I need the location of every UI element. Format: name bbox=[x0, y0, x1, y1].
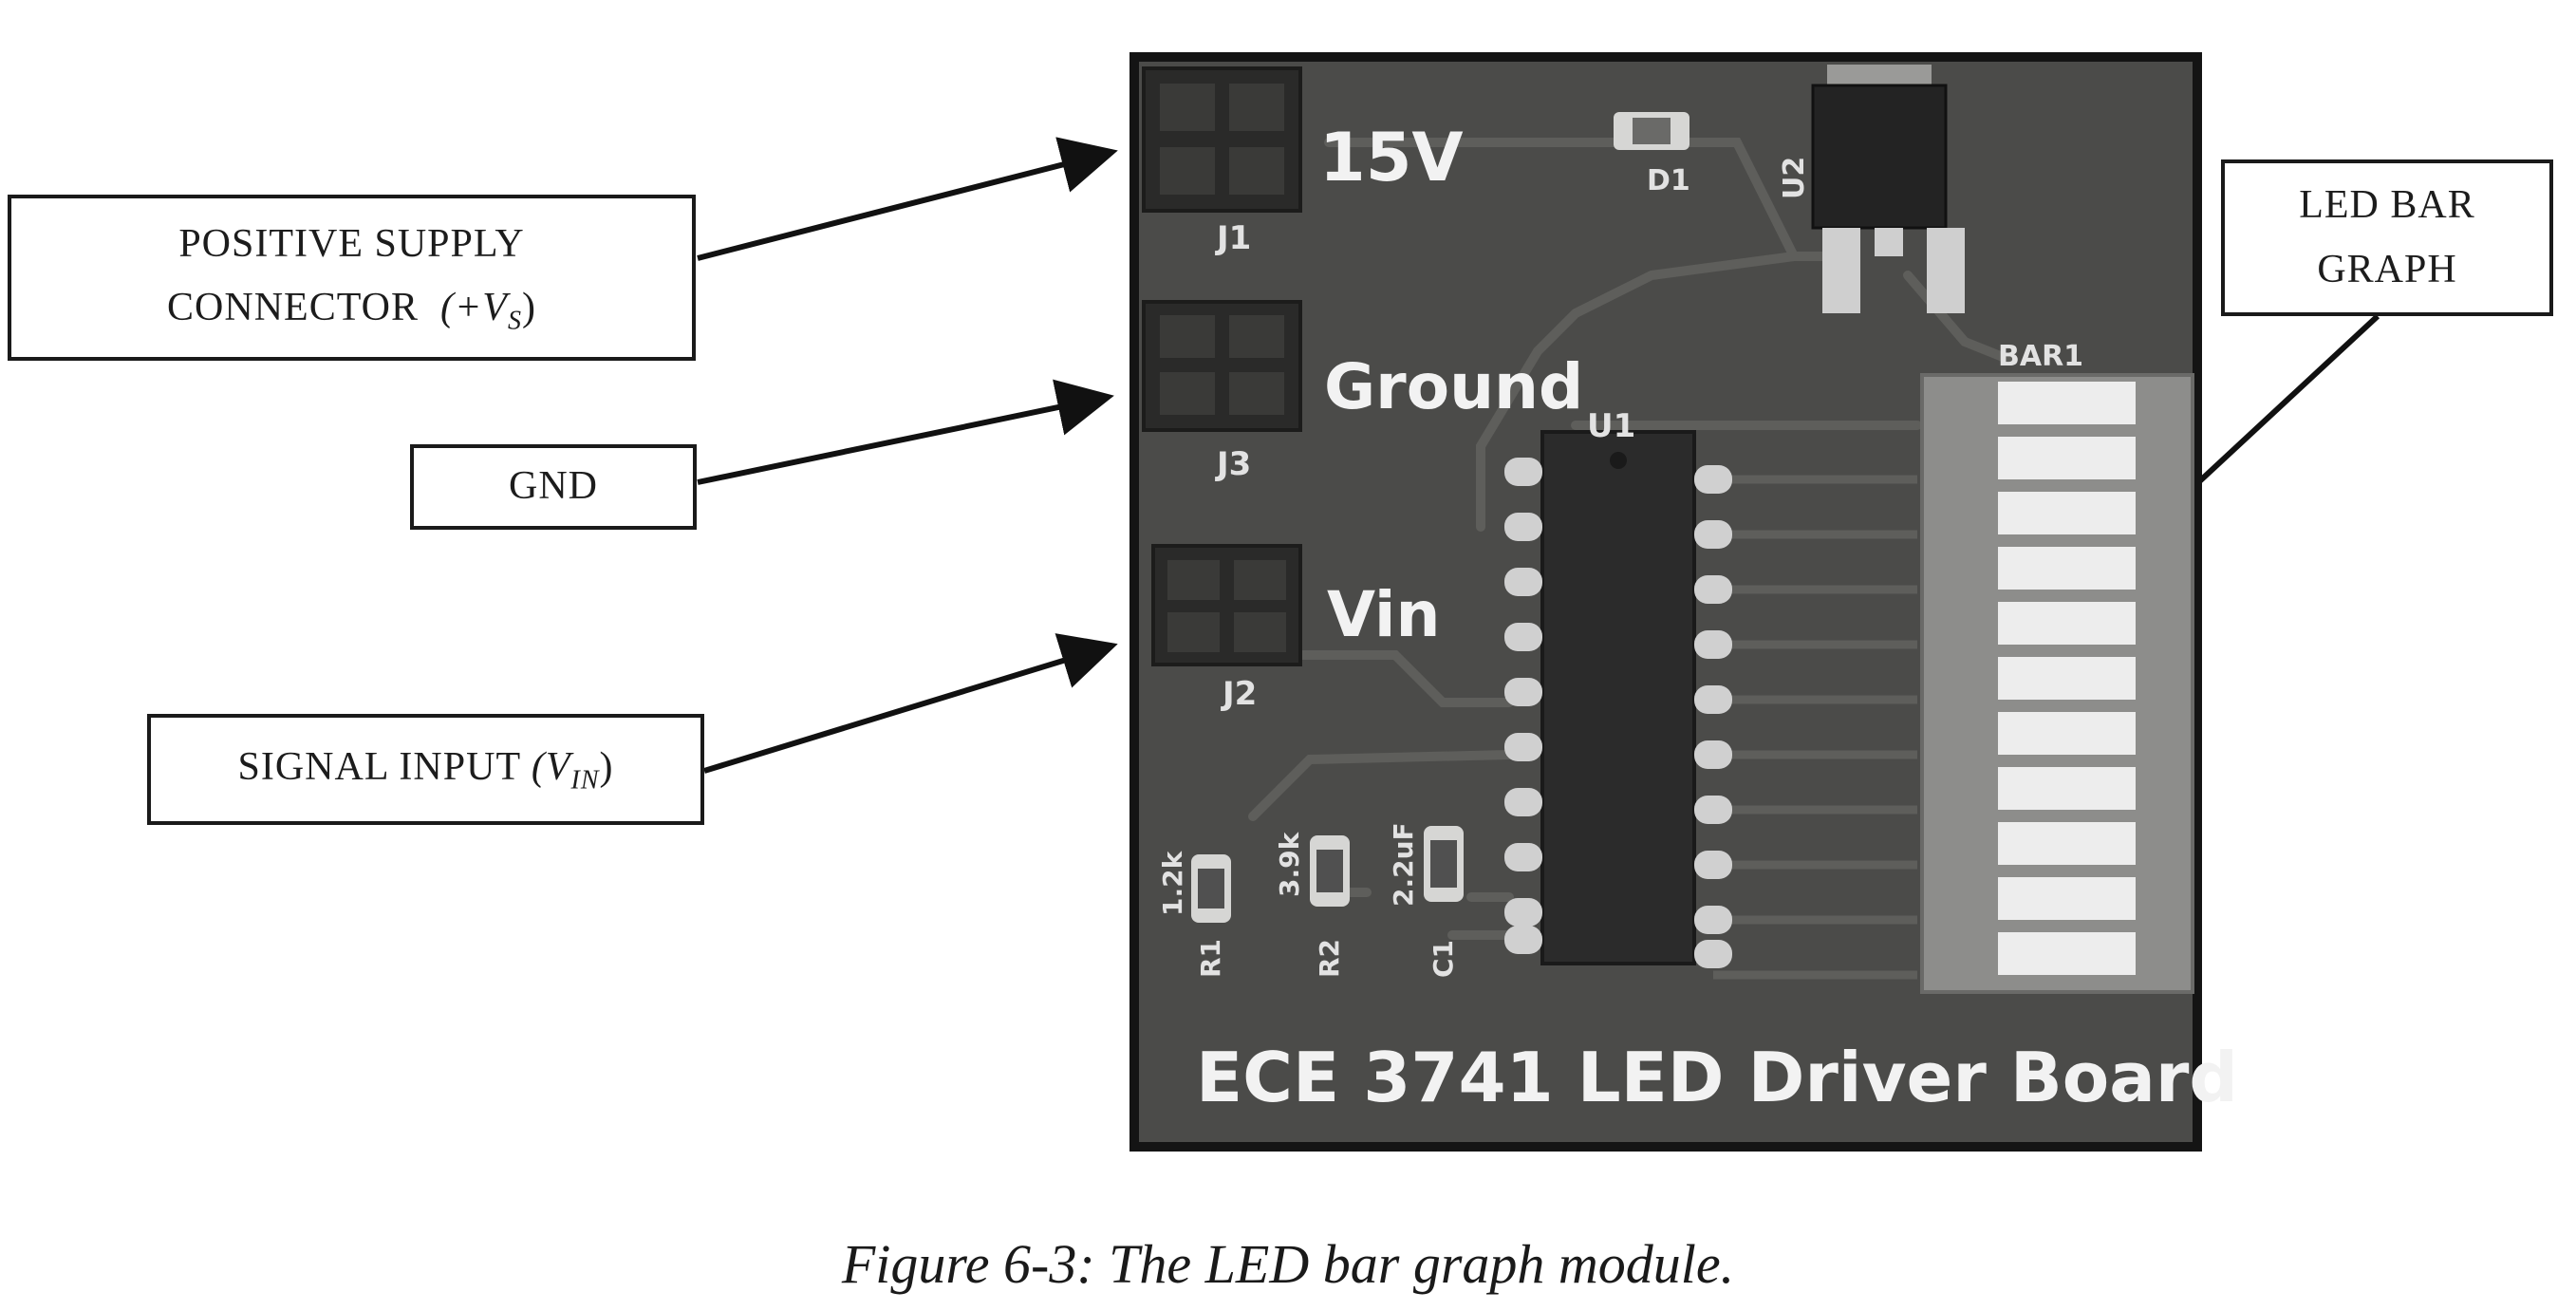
ref-r1: R1 bbox=[1195, 939, 1226, 978]
ic-u1 bbox=[1540, 430, 1696, 965]
u1-left-pads bbox=[1504, 458, 1542, 954]
resistor-r2 bbox=[1310, 835, 1350, 907]
ref-j2: J2 bbox=[1221, 675, 1257, 713]
callout-supply-line1: POSITIVE SUPPLY bbox=[178, 221, 525, 266]
callout-gnd-label: GND bbox=[509, 464, 598, 509]
traces bbox=[1248, 138, 2017, 940]
bar-traces bbox=[1713, 475, 1917, 980]
callout-gnd: GND bbox=[410, 444, 697, 530]
led-bar-graph bbox=[1920, 373, 2194, 994]
connector-j3 bbox=[1142, 300, 1302, 432]
value-r2: 3.9k bbox=[1274, 831, 1305, 897]
callout-led-line1: LED BAR bbox=[2299, 183, 2475, 228]
value-r1: 1.2k bbox=[1157, 850, 1188, 916]
ref-c1: C1 bbox=[1428, 940, 1459, 978]
ref-j3: J3 bbox=[1215, 445, 1251, 483]
arrow-supply bbox=[697, 137, 1118, 261]
u1-right-pads bbox=[1694, 465, 1732, 968]
arrow-gnd bbox=[697, 379, 1114, 485]
callout-signal-label: SIGNAL INPUT (VIN) bbox=[237, 745, 614, 796]
arrow-signal bbox=[703, 633, 1118, 774]
figure-caption: Figure 6-3: The LED bar graph module. bbox=[841, 1233, 1735, 1295]
ref-u2: U2 bbox=[1778, 157, 1811, 199]
regulator-u2 bbox=[1811, 65, 1965, 313]
ref-bar1: BAR1 bbox=[1998, 340, 2083, 373]
ref-u1: U1 bbox=[1587, 407, 1635, 445]
board-title: ECE 3741 LED Driver Board bbox=[1196, 1038, 2238, 1117]
connector-j1 bbox=[1142, 66, 1302, 213]
label-15v: 15V bbox=[1319, 119, 1464, 197]
callout-supply-line2: CONNECTOR (+VS) bbox=[167, 286, 536, 336]
connector-j2 bbox=[1151, 544, 1302, 666]
ref-r2: R2 bbox=[1314, 939, 1345, 978]
label-ground: Ground bbox=[1324, 350, 1583, 423]
ref-d1: D1 bbox=[1647, 164, 1690, 197]
diode-d1 bbox=[1614, 112, 1689, 150]
callout-led-bar-graph: LED BAR GRAPH bbox=[2221, 159, 2553, 316]
label-vin: Vin bbox=[1327, 578, 1441, 651]
callout-signal-input: SIGNAL INPUT (VIN) bbox=[147, 714, 704, 825]
capacitor-c1 bbox=[1424, 826, 1464, 902]
callout-positive-supply: POSITIVE SUPPLY CONNECTOR (+VS) bbox=[8, 195, 696, 361]
callout-led-line2: GRAPH bbox=[2317, 247, 2457, 291]
ref-j1: J1 bbox=[1215, 219, 1251, 257]
resistor-r1 bbox=[1191, 854, 1231, 923]
value-c1: 2.2uF bbox=[1388, 822, 1419, 907]
